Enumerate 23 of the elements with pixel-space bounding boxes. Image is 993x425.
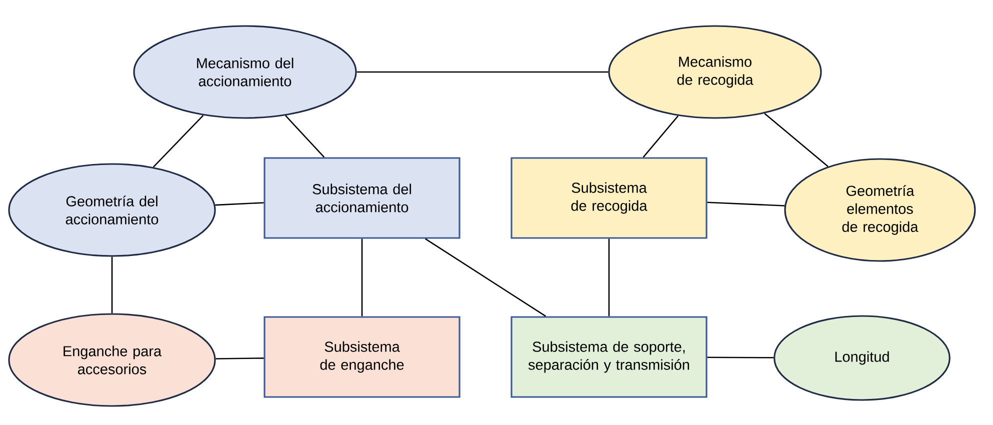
- process-box: Subsistema de recogida: [510, 157, 708, 239]
- ellipse-node: Geometría del accionamiento: [8, 163, 216, 257]
- connector-line: [707, 202, 785, 206]
- connector-line: [215, 202, 264, 206]
- ellipse-node: Mecanismo del accionamiento: [133, 25, 357, 119]
- connector-line: [361, 238, 363, 316]
- process-box: Subsistema de soporte, separación y transmisión: [510, 316, 708, 398]
- ellipse-node: Longitud: [774, 315, 950, 401]
- connector-line: [356, 71, 608, 73]
- connector-line: [764, 112, 828, 167]
- connector-line: [707, 356, 774, 358]
- connector-line: [642, 115, 679, 158]
- connector-line: [216, 358, 264, 360]
- connector-line: [152, 114, 204, 168]
- ellipse-node: Mecanismo de recogida: [608, 25, 822, 119]
- connector-line: [111, 256, 113, 314]
- connector-line: [285, 115, 325, 158]
- connector-line: [425, 238, 546, 317]
- process-box: Subsistema de enganche: [264, 316, 460, 398]
- process-box: Subsistema del accionamiento: [264, 157, 460, 239]
- ellipse-node: Enganche para accesorios: [8, 313, 216, 407]
- ellipse-node: Geometría elementos de recogida: [784, 158, 976, 262]
- connector-line: [608, 238, 610, 316]
